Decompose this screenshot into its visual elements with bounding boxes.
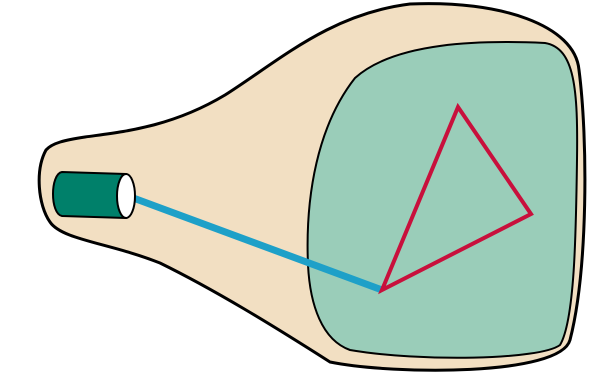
electron-gun: [53, 172, 135, 218]
electron-gun-cap: [117, 174, 135, 218]
electron-gun-body: [53, 172, 126, 218]
phosphor-screen: [308, 42, 578, 358]
